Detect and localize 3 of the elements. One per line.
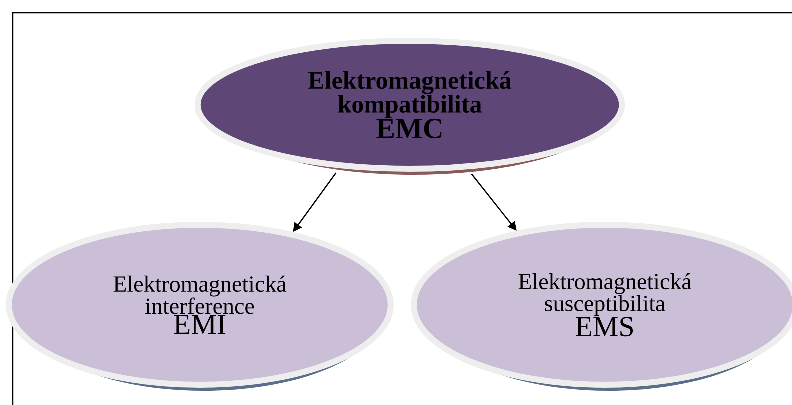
ellipse-node: Elektromagnetická interference EMI [6, 222, 394, 391]
ellipse-node: Elektromagnetická susceptibilita EMS [411, 222, 792, 391]
ellipse-node: Elektromagnetická kompatibilita EMC [194, 38, 626, 175]
